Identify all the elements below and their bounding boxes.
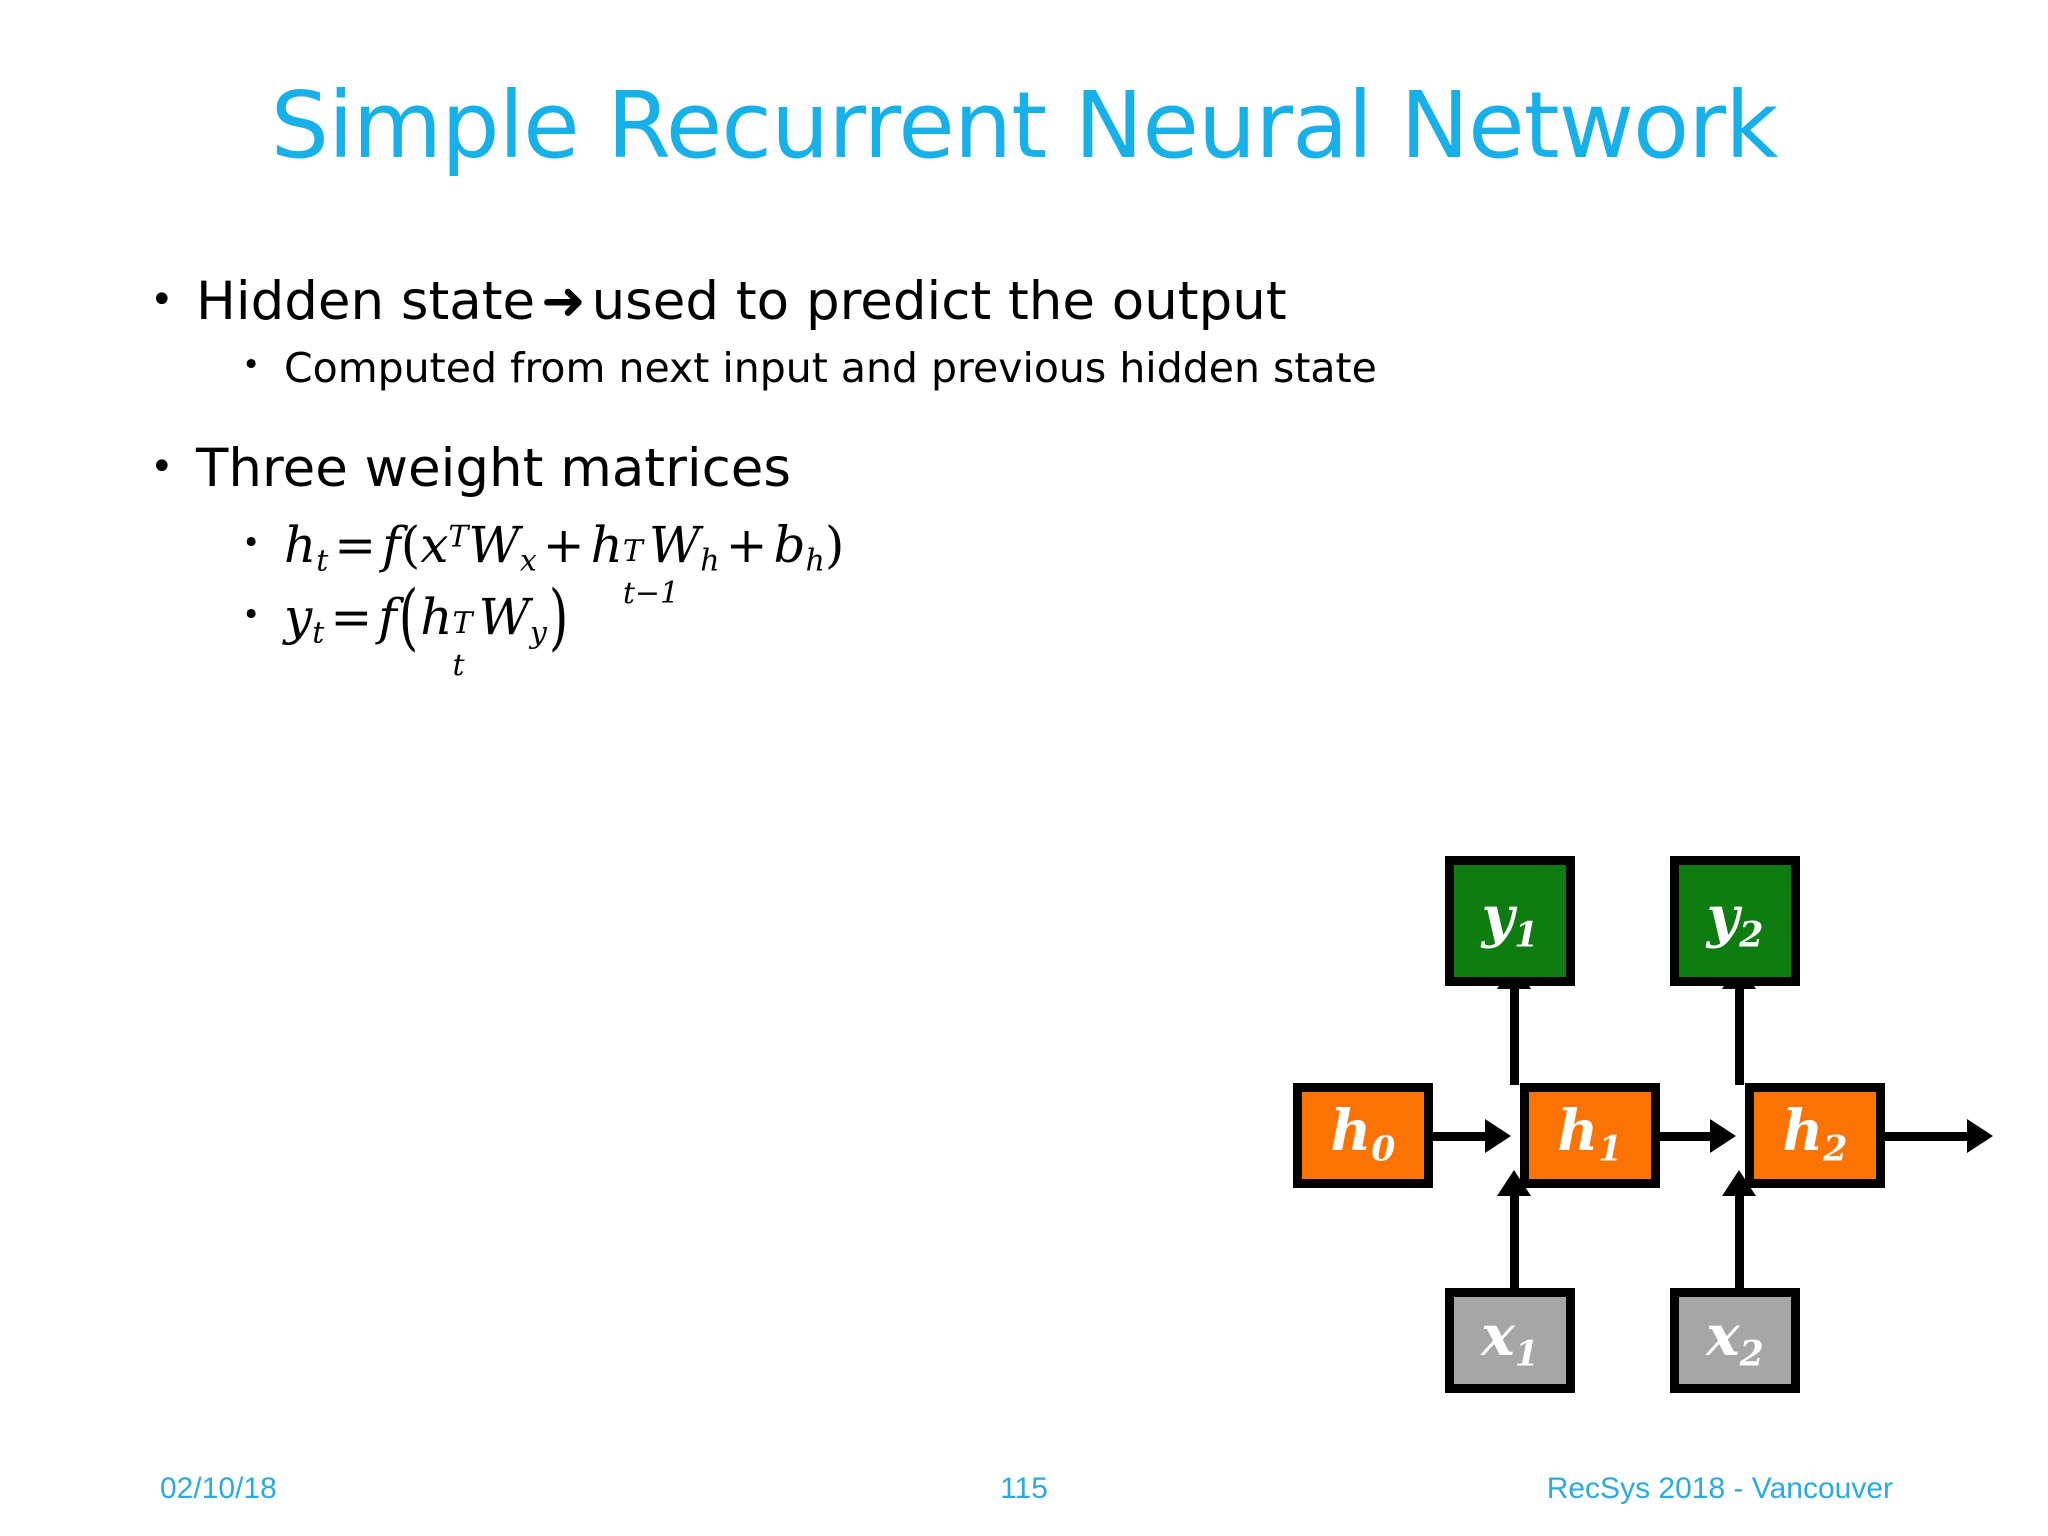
eq1-plus-2: + xyxy=(725,515,768,574)
node-x1-label: x1 xyxy=(1481,1303,1539,1375)
edge-x2-to-h2 xyxy=(1735,1193,1744,1288)
eq2-Wy-sub: y xyxy=(529,615,547,651)
eq1-Wx: W xyxy=(468,515,520,574)
slide-body: • Hidden state➜used to predict the outpu… xyxy=(150,272,1500,684)
eq1-Wh: W xyxy=(648,515,701,574)
eq1-close-paren: ) xyxy=(824,515,845,574)
node-y1-label: y1 xyxy=(1481,883,1539,956)
subbullet-text: Computed from next input and previous hi… xyxy=(284,344,1377,393)
eq1-equals: = xyxy=(334,515,377,574)
edge-x1-to-h1 xyxy=(1510,1193,1519,1288)
footer-conference: RecSys 2018 - Vancouver xyxy=(1546,1472,1893,1505)
eq2-h-sub: t xyxy=(452,648,465,684)
node-h0-label: h0 xyxy=(1330,1098,1396,1170)
node-h1-label: h1 xyxy=(1557,1098,1623,1170)
eq1-f: f xyxy=(382,515,401,574)
node-x2: x2 xyxy=(1670,1288,1800,1393)
node-x2-label: x2 xyxy=(1706,1303,1764,1375)
bullet-text: Hidden state➜used to predict the output xyxy=(196,272,1287,331)
eq1-open-paren: ( xyxy=(400,515,421,574)
arrowhead-h2-to-next xyxy=(1967,1119,1993,1153)
eq2-open-paren: ( xyxy=(398,574,419,659)
edge-h1-to-h2 xyxy=(1660,1132,1718,1141)
eq2-h-sup: T xyxy=(452,605,473,641)
node-h0: h0 xyxy=(1293,1083,1433,1188)
node-h2: h2 xyxy=(1745,1083,1885,1188)
node-x1: x1 xyxy=(1445,1288,1575,1393)
bullet-text-part-a: Hidden state xyxy=(196,271,536,332)
bullet-marker: • xyxy=(242,524,261,561)
eq1-b-sub: h xyxy=(805,543,825,579)
eq2-y: y xyxy=(284,587,313,646)
right-arrow-icon: ➜ xyxy=(541,271,586,332)
bullet-text: Three weight matrices xyxy=(196,437,791,499)
eq2-h: h xyxy=(420,587,453,646)
bullet-three-weight-matrices: • Three weight matrices xyxy=(150,437,1500,499)
vertical-spacer xyxy=(150,399,1500,439)
subbullet-computed-from: • Computed from next input and previous … xyxy=(242,345,1500,392)
eq1-x-sup: T xyxy=(448,519,469,555)
eq1-Wx-sub: x xyxy=(519,543,537,579)
edge-h2-to-next xyxy=(1885,1132,1973,1141)
bullet-hidden-state: • Hidden state➜used to predict the outpu… xyxy=(150,272,1500,331)
page-title: Simple Recurrent Neural Network xyxy=(270,72,1779,179)
footer-date: 02/10/18 xyxy=(160,1472,277,1505)
eq1-h-sub: t xyxy=(316,543,329,579)
unrolled-rnn-diagram: y1 y2 h0 h1 h2 x1 x2 xyxy=(1285,848,2005,1448)
bullet-marker: • xyxy=(150,443,174,490)
node-y1: y1 xyxy=(1445,856,1575,986)
arrowhead-h1-to-h2 xyxy=(1710,1119,1736,1153)
eq1-b: b xyxy=(773,515,806,574)
eq1-Wh-sub: h xyxy=(700,543,720,579)
edge-h0-to-h1 xyxy=(1433,1132,1493,1141)
eq2-close-paren: ) xyxy=(548,574,569,659)
edge-h1-to-y1 xyxy=(1510,985,1519,1085)
eq1-x: x xyxy=(420,515,449,574)
bullet-marker: • xyxy=(150,277,174,323)
edge-h2-to-y2 xyxy=(1735,985,1744,1085)
eq1-h: h xyxy=(284,515,317,574)
eq2-Wy: W xyxy=(478,587,530,646)
eq1-plus-1: + xyxy=(542,515,585,574)
eq2-equals: = xyxy=(330,587,373,646)
eq1-hprev-sup: T xyxy=(622,533,643,569)
eq2-f: f xyxy=(378,587,397,646)
eq2-y-sub: t xyxy=(312,615,325,651)
node-h1: h1 xyxy=(1520,1083,1660,1188)
node-y2-label: y2 xyxy=(1706,883,1764,956)
arrowhead-h0-to-h1 xyxy=(1485,1119,1511,1153)
bullet-marker: • xyxy=(242,347,261,384)
node-y2: y2 xyxy=(1670,856,1800,986)
bullet-text-part-b: used to predict the output xyxy=(591,271,1287,332)
node-h2-label: h2 xyxy=(1782,1098,1848,1170)
eq1-hprev: h xyxy=(590,515,623,574)
footer-page-number: 115 xyxy=(1000,1472,1048,1505)
bullet-marker: • xyxy=(242,596,261,633)
eq1-hprev-sub: t−1 xyxy=(622,576,680,612)
